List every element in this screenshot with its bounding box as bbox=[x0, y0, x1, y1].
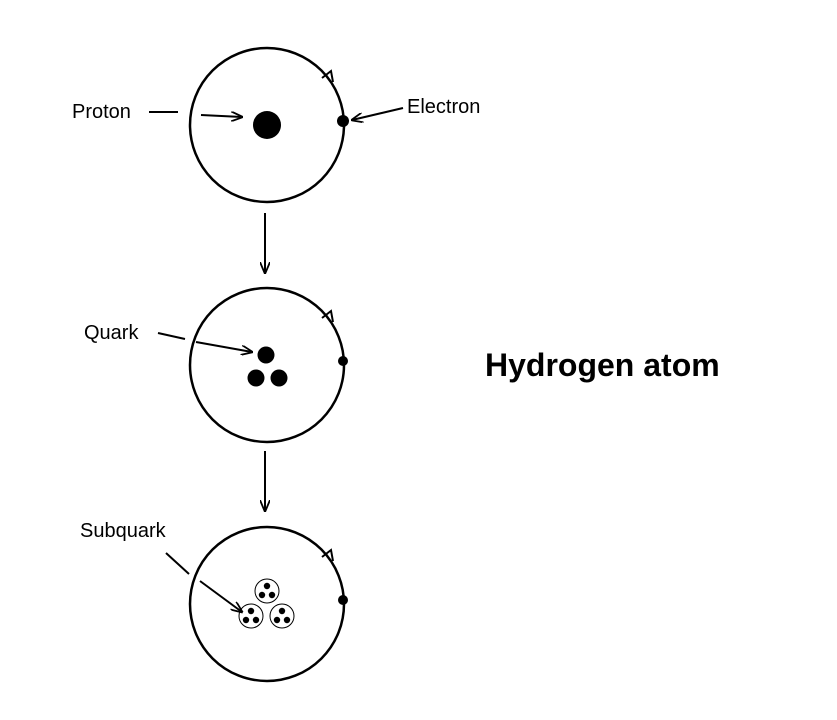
quark-leader-line bbox=[157, 332, 186, 340]
electron-pointer-arrow bbox=[352, 107, 404, 120]
orbit-circle bbox=[188, 286, 346, 444]
electron bbox=[337, 115, 349, 127]
orbit-circle bbox=[188, 525, 346, 683]
subquark-label: Subquark bbox=[80, 520, 167, 542]
subquark-pointer-arrow bbox=[199, 580, 242, 612]
atom-proton-level: Proton Electron bbox=[72, 46, 480, 204]
electron-label: Electron bbox=[407, 96, 480, 118]
electron bbox=[338, 356, 348, 366]
orbit-direction-arrow bbox=[321, 309, 334, 323]
orbit-direction-arrow bbox=[321, 548, 334, 562]
proton-pointer-arrow bbox=[200, 115, 242, 117]
subquark-leader-line bbox=[165, 552, 190, 575]
electron bbox=[338, 595, 348, 605]
quark-label: Quark bbox=[84, 322, 139, 344]
subquark-cluster bbox=[269, 603, 295, 629]
subquark-cluster bbox=[238, 603, 264, 629]
quark-pointer-arrow bbox=[195, 341, 252, 352]
atom-quark-level: Quark bbox=[84, 286, 348, 444]
subquark-cluster bbox=[254, 578, 280, 604]
atom-subquark-level: Subquark bbox=[80, 520, 348, 683]
proton-nucleus bbox=[253, 111, 281, 139]
diagram-title: Hydrogen atom bbox=[485, 347, 720, 383]
proton-label: Proton bbox=[72, 101, 131, 123]
quark bbox=[247, 369, 265, 387]
quark bbox=[270, 369, 288, 387]
quark bbox=[257, 346, 275, 364]
orbit-direction-arrow bbox=[321, 69, 334, 83]
